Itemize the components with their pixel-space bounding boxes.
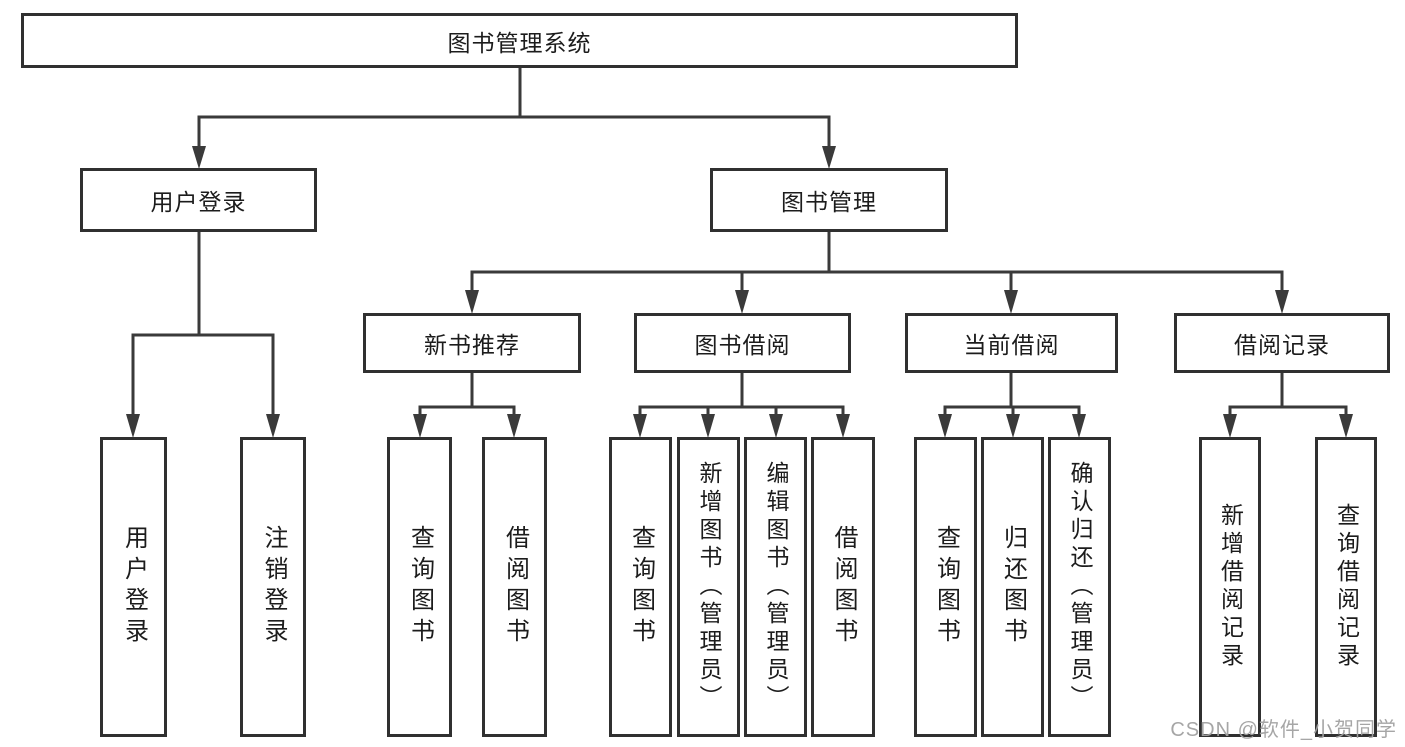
leaf-label: 查询图书	[932, 525, 960, 649]
node-label: 图书管理系统	[447, 29, 592, 56]
leaf-borrow-books: 借阅图书	[811, 437, 875, 737]
node-label: 当前借阅	[963, 332, 1060, 358]
leaf-label: 注销登录	[260, 525, 287, 649]
node-book-borrow: 图书借阅	[634, 313, 851, 373]
node-label: 用户登录	[150, 189, 247, 215]
node-label: 图书管理	[781, 189, 877, 215]
leaf-label: 查询图书	[406, 525, 434, 649]
leaf-confirm-return-admin: 确认归还（管理员）	[1048, 437, 1111, 737]
leaf-logout: 注销登录	[240, 437, 306, 737]
leaf-query-books: 查询图书	[387, 437, 452, 737]
node-new-book-recommend: 新书推荐	[363, 313, 581, 373]
leaf-label: 确认归还（管理员）	[1067, 461, 1093, 713]
leaf-label: 新增图书（管理员）	[696, 461, 722, 713]
csdn-watermark: CSDN @软件_小贺同学	[1170, 719, 1397, 741]
leaf-add-books-admin: 新增图书（管理员）	[677, 437, 740, 737]
leaf-add-borrow-record: 新增借阅记录	[1199, 437, 1261, 737]
leaf-label: 借阅图书	[830, 525, 857, 649]
node-borrow-records: 借阅记录	[1174, 313, 1390, 373]
leaf-label: 用户登录	[120, 525, 148, 649]
node-label: 图书借阅	[694, 332, 791, 358]
leaf-label: 新增借阅记录	[1217, 503, 1244, 671]
leaf-user-login: 用户登录	[100, 437, 167, 737]
node-label: 新书推荐	[424, 332, 520, 358]
node-book-management: 图书管理	[710, 168, 948, 232]
leaf-query-borrow-record: 查询借阅记录	[1315, 437, 1377, 737]
leaf-borrow-books: 借阅图书	[482, 437, 547, 737]
node-user-login: 用户登录	[80, 168, 317, 232]
leaf-label: 借阅图书	[501, 525, 529, 649]
leaf-edit-books-admin: 编辑图书（管理员）	[744, 437, 807, 737]
leaf-query-books: 查询图书	[914, 437, 977, 737]
leaf-label: 查询借阅记录	[1333, 503, 1360, 671]
node-current-borrow: 当前借阅	[905, 313, 1118, 373]
leaf-return-books: 归还图书	[981, 437, 1044, 737]
leaf-label: 查询图书	[627, 525, 655, 649]
node-library-management-system: 图书管理系统	[21, 13, 1018, 68]
leaf-label: 编辑图书（管理员）	[763, 461, 789, 713]
leaf-label: 归还图书	[999, 525, 1027, 649]
leaf-query-books: 查询图书	[609, 437, 672, 737]
node-label: 借阅记录	[1234, 332, 1330, 358]
